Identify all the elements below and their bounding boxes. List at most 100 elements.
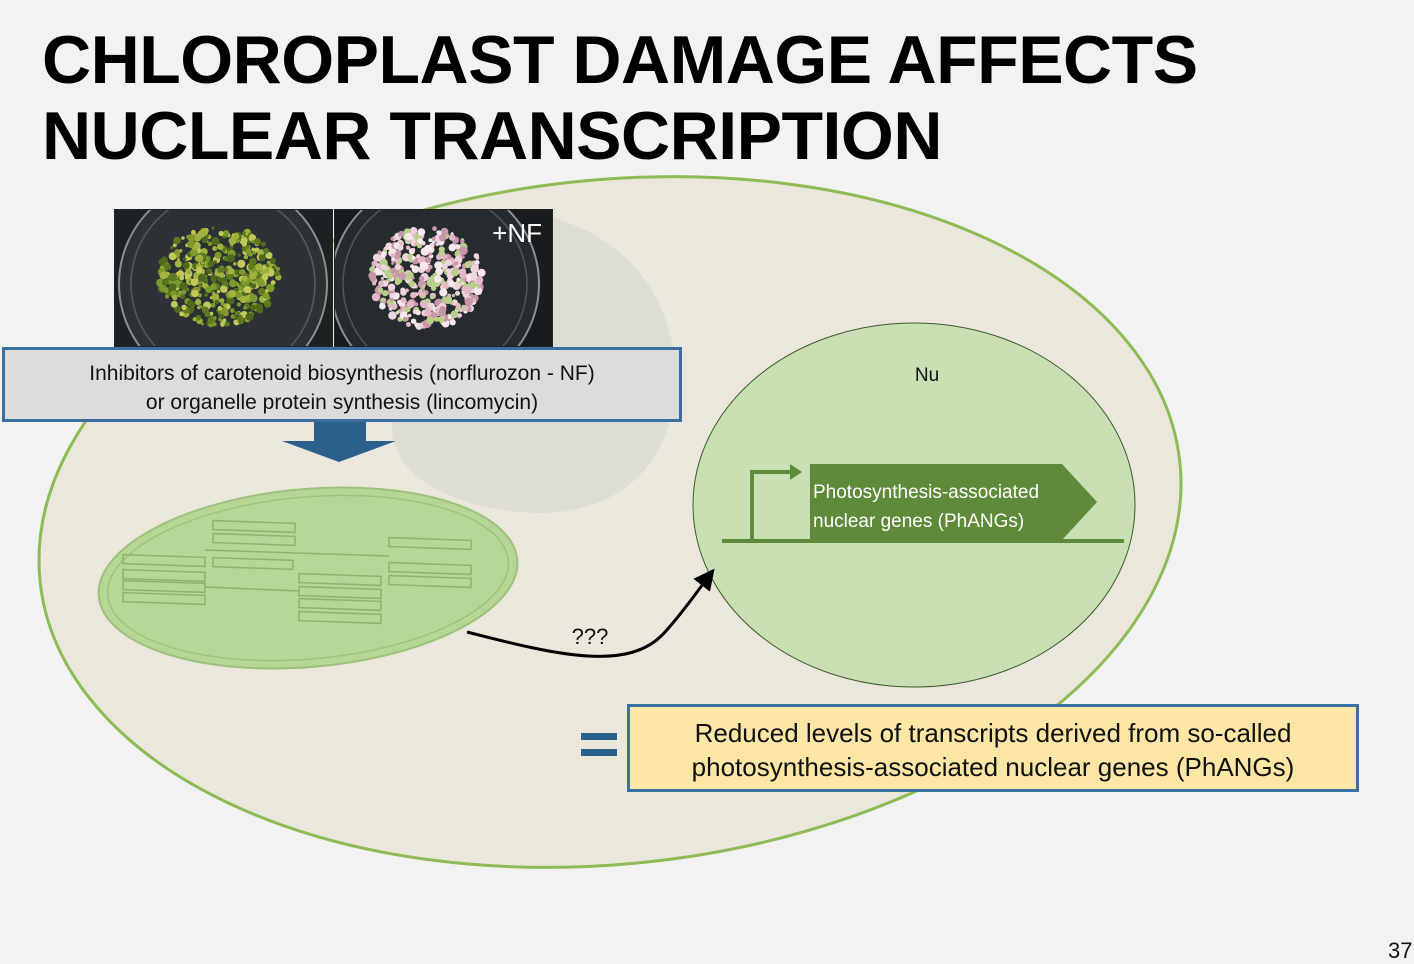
seedling-dot [371, 292, 381, 302]
seedling-dot [377, 250, 382, 255]
seedling-dot [380, 251, 387, 258]
seedling-dot [447, 293, 452, 298]
seedling-dot [248, 234, 257, 242]
seedling-dot [222, 280, 229, 287]
seedling-dot [475, 255, 480, 260]
seedling-dot [434, 307, 439, 312]
seedling-dot [255, 263, 263, 271]
seedling-dot [443, 254, 448, 259]
seedling-dot [201, 322, 204, 326]
seedling-dot [239, 295, 248, 304]
down-arrow-icon [282, 421, 396, 462]
seedling-dot [426, 316, 434, 325]
seedling-dot [416, 243, 422, 249]
seedling-dot [372, 281, 377, 286]
seedling-dot [398, 272, 406, 280]
slide-title: CHLOROPLAST DAMAGE AFFECTS NUCLEAR TRANS… [42, 22, 1198, 174]
seedling-dot [198, 304, 203, 309]
gene-label-line2: nuclear genes (PhANGs) [813, 511, 1024, 532]
seedling-dot [198, 282, 203, 287]
seedling-dot [421, 262, 428, 270]
seedling-dot [243, 306, 247, 310]
seedling-dot [242, 275, 248, 282]
seedling-dot [469, 272, 473, 276]
seedling-dot [251, 269, 255, 273]
result-box: Reduced levels of transcripts derived fr… [627, 704, 1359, 792]
seedling-dot [460, 281, 465, 286]
seedling-dot [217, 266, 225, 274]
seedling-dot [179, 275, 185, 281]
seedling-dot [251, 247, 256, 252]
seedling-dot [253, 238, 261, 246]
seedling-dot [458, 308, 464, 313]
seedling-dot [190, 278, 199, 286]
seedling-dot [168, 252, 177, 261]
seedling-dot [275, 266, 281, 272]
seedling-dot [418, 276, 425, 282]
seedling-dot [179, 311, 185, 317]
seedling-dot [226, 296, 235, 305]
seedling-dot [439, 288, 448, 297]
seedling-dot [222, 249, 226, 253]
seedling-dot [242, 231, 246, 236]
seedling-dot [395, 257, 400, 263]
seedling-dot [384, 270, 392, 278]
seedling-dot [248, 263, 256, 271]
seedling-dot [230, 308, 235, 313]
seedling-dot [220, 285, 228, 293]
seedling-dot [410, 318, 417, 324]
seedling-dot [174, 249, 181, 256]
seedling-dot [216, 290, 221, 294]
result-line-2: photosynthesis-associated nuclear genes … [691, 752, 1295, 782]
seedling-dot [220, 322, 225, 327]
gene-arrow [810, 464, 1097, 540]
seedling-dot [218, 313, 224, 319]
seedling-dot [434, 275, 442, 283]
seedling-dot [172, 294, 178, 301]
seedling-dot [430, 285, 437, 291]
seedling-dot [185, 268, 192, 275]
signal-label: ??? [572, 624, 609, 649]
equals-icon [581, 733, 617, 757]
nf-label: +NF [492, 218, 542, 248]
seedling-dot [406, 300, 415, 309]
seedling-dot [463, 286, 472, 295]
seedling-dot [230, 314, 235, 319]
seedling-dot [450, 310, 459, 319]
seedling-dot [402, 316, 408, 322]
seedling-dot [180, 294, 186, 300]
seedling-dot [224, 321, 230, 327]
seedling-dot [424, 309, 432, 317]
seedling-dot [262, 292, 270, 300]
seedling-dot [195, 267, 203, 274]
seedling-dot [204, 293, 208, 297]
seedling-dot [187, 234, 195, 242]
seedling-dot [381, 280, 389, 287]
seedling-dot [380, 264, 387, 271]
seedling-dot [439, 306, 447, 314]
seedling-dot [183, 257, 187, 261]
seedling-dot [432, 226, 437, 231]
seedling-dot [395, 311, 399, 315]
seedling-dot [176, 257, 180, 262]
seedling-dot [460, 239, 465, 244]
seedling-dot [174, 260, 182, 268]
seedling-dot [212, 322, 217, 327]
seedling-dot [414, 322, 419, 327]
promoter-arrow-icon [750, 470, 790, 541]
seedling-dot [249, 294, 258, 303]
seedling-dot [400, 297, 407, 304]
seedling-dot [411, 247, 416, 252]
seedling-dot [256, 306, 264, 314]
seedling-dot [191, 289, 199, 298]
seedling-dot [431, 236, 436, 241]
seedling-dot [476, 276, 484, 284]
title-line-1: CHLOROPLAST DAMAGE AFFECTS [42, 22, 1198, 98]
seedling-dot [459, 246, 468, 255]
seedling-dot [468, 260, 473, 265]
seedling-dot [409, 227, 418, 235]
seedling-dot [424, 298, 430, 304]
seedling-dot [185, 287, 190, 292]
seedling-dot [448, 234, 456, 241]
seedling-dot [389, 293, 395, 299]
